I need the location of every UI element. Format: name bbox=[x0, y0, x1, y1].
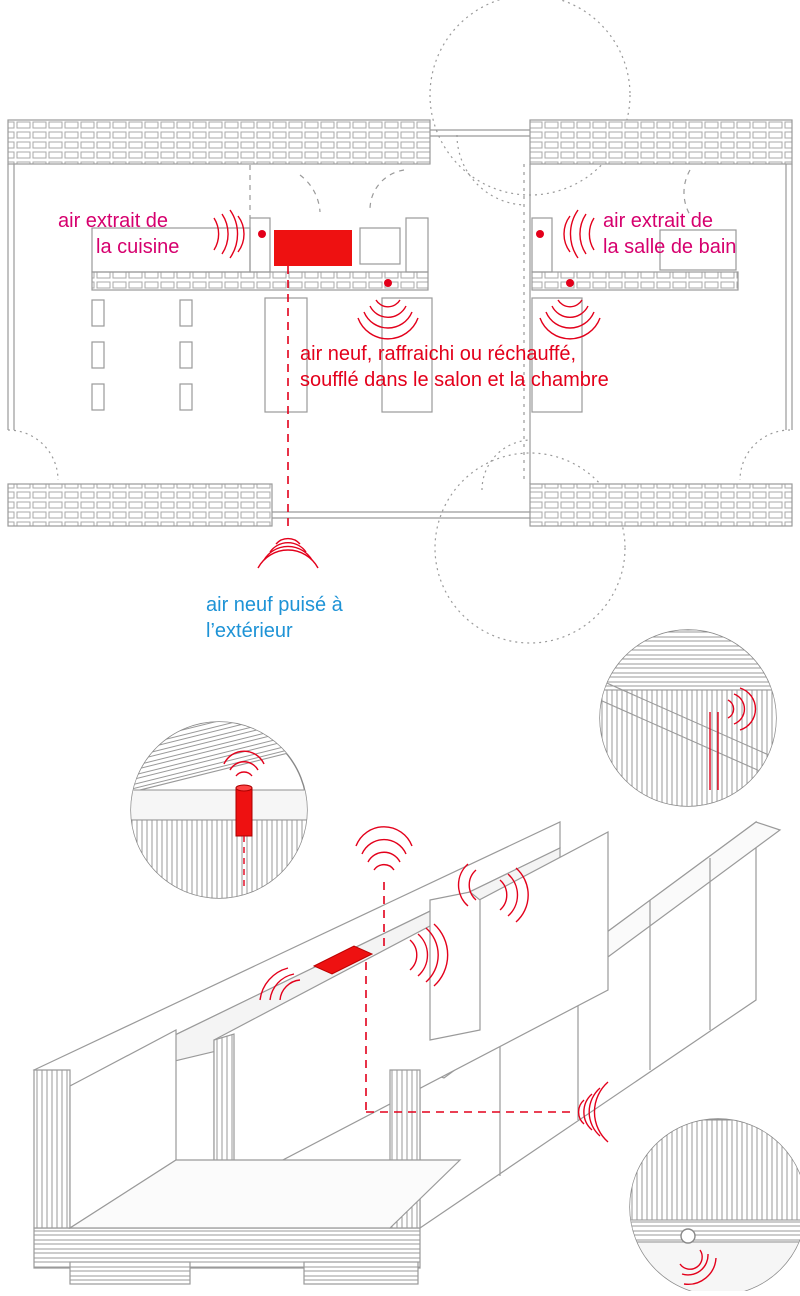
ventilation-unit-iso bbox=[312, 945, 374, 975]
kitchen-extract-label: air extrait de la cuisine bbox=[58, 208, 179, 260]
kitchen-extract-line-2: la cuisine bbox=[96, 236, 180, 258]
ventilation-unit-icon bbox=[274, 230, 352, 266]
detail-circle-intake bbox=[629, 1118, 800, 1296]
bathroom-extract-label: air extrait de la salle de bain bbox=[603, 208, 736, 260]
detail-circle-bath bbox=[599, 629, 777, 807]
airflow-waves-icon bbox=[213, 209, 601, 569]
isometric-view bbox=[32, 820, 782, 1285]
supply-line-1: air neuf, raffraichi ou réchauffé, bbox=[300, 343, 577, 365]
bathroom-extract-line-2: la salle de bain bbox=[603, 236, 737, 258]
outside-intake-line-2: l’extérieur bbox=[206, 620, 293, 642]
detail-circle-supply bbox=[130, 721, 308, 899]
duct-dashed-iso bbox=[365, 880, 570, 1113]
outside-intake-line-1: air neuf puisé à bbox=[206, 594, 343, 616]
outside-intake-label: air neuf puisé à l’extérieur bbox=[206, 592, 343, 644]
supply-label: air neuf, raffraichi ou réchauffé, souff… bbox=[300, 341, 609, 393]
floor-plan bbox=[7, 0, 793, 644]
kitchen-extract-line-1: air extrait de bbox=[58, 210, 169, 232]
supply-line-2: soufflé dans le salon et la chambre bbox=[300, 369, 609, 391]
bathroom-extract-line-1: air extrait de bbox=[603, 210, 714, 232]
airflow-waves-iso bbox=[259, 826, 609, 1143]
